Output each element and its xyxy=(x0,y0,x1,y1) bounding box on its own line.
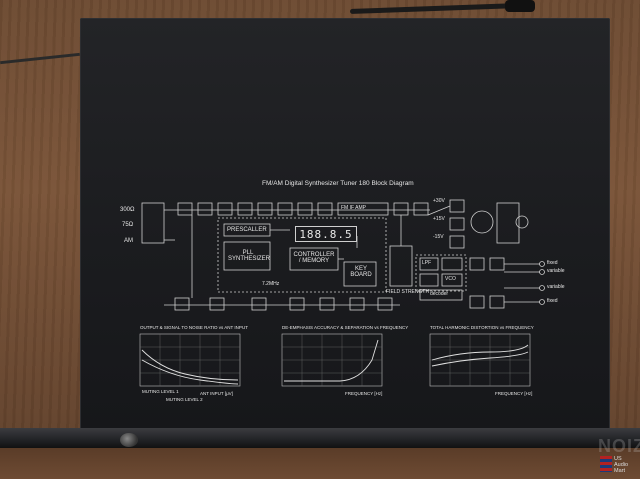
antenna-terminal-block xyxy=(141,202,165,244)
tuner-top-cover xyxy=(80,18,610,430)
keyboard-label: KEY BOARD xyxy=(350,266,372,278)
keyboard-block xyxy=(343,261,377,287)
usaudiomart-logo-icon xyxy=(600,456,612,472)
field-strength-label: FIELD STRENGTH xyxy=(386,289,430,295)
graph-1-title: OUTPUT & SIGNAL TO NOISE RATIO vs ANT IN… xyxy=(140,325,248,330)
rotary-switch-symbol xyxy=(470,210,494,234)
shelf-edge xyxy=(0,448,640,479)
front-knob xyxy=(120,433,138,447)
graph-1-curve-b xyxy=(141,359,239,385)
input-75-label: 75Ω xyxy=(122,222,134,228)
vco-label: VCO xyxy=(445,276,456,282)
graph-3-xlabel: FREQUENCY [Hz] xyxy=(495,391,533,396)
pll-block xyxy=(223,241,271,271)
frequency-display: 188.8.5 xyxy=(295,226,357,242)
output-fixed-2: fixed xyxy=(547,298,558,304)
decoder-label: decoder xyxy=(430,291,449,297)
graph-1-curve-a xyxy=(141,349,239,381)
pll-section-frame xyxy=(217,217,387,293)
input-300-label: 300Ω xyxy=(120,207,135,213)
field-strength-block xyxy=(389,245,413,287)
graph-2-title: DE-EMPHASIS ACCURACY & SEPARATION vs FRE… xyxy=(282,325,409,330)
graph-2-curve xyxy=(284,339,379,382)
diagram-title: FM/AM Digital Synthesizer Tuner 180 Bloc… xyxy=(262,180,414,187)
supply-minus15v-label: -15V xyxy=(433,234,444,240)
watermark: NOIZ xyxy=(598,436,640,456)
prescaller-label: PRESCALLER xyxy=(227,227,267,233)
fm-if-amp-label: FM IF AMP xyxy=(341,205,366,211)
decoder-block xyxy=(419,289,463,301)
fm-if-amp-block xyxy=(337,202,389,216)
supply-15v-label: +15V xyxy=(433,216,445,222)
cable-plug xyxy=(505,0,535,12)
controller-label: CONTROLLER / MEMORY xyxy=(293,252,335,264)
pll-label: PLL SYNTHESIZER xyxy=(228,250,271,262)
output-variable-2: variable xyxy=(547,284,565,290)
lpf-label: LPF xyxy=(422,260,432,266)
output-variable-1: variable xyxy=(547,268,565,274)
muting-level-1: MUTING LEVEL 1 xyxy=(142,389,179,394)
input-am-label: AM xyxy=(124,238,133,244)
graph-3-curve-b xyxy=(431,351,529,367)
graph-1-xlabel: ANT INPUT [μV] xyxy=(200,391,233,396)
logo-text: US Audio Mart xyxy=(614,456,629,475)
muting-level-2: MUTING LEVEL 2 xyxy=(166,397,203,402)
crystal-label: 7.2MHz xyxy=(262,281,280,287)
output-fixed-1: fixed xyxy=(547,260,558,266)
graph-3-curve-a xyxy=(431,344,529,361)
graph-2-xlabel: FREQUENCY [Hz] xyxy=(345,391,383,396)
mpx-frame xyxy=(415,254,467,292)
front-panel-edge xyxy=(0,428,640,448)
graph-3-title: TOTAL HARMONIC DISTORTION vs FREQUENCY xyxy=(430,325,534,330)
supply-30v-label: +30V xyxy=(433,198,445,204)
